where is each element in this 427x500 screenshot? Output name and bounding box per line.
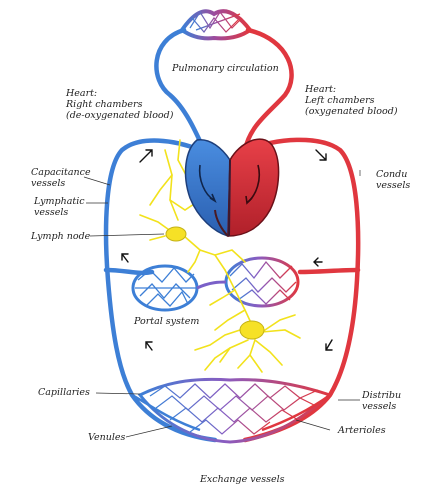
label-lymph-node: Lymph node	[31, 231, 91, 242]
pulmonary-vessels	[154, 27, 294, 155]
systemic-capillary-bed	[131, 377, 334, 444]
label-arterioles: Arterioles	[338, 425, 386, 436]
label-conducting-vessels: Condu vessels	[376, 169, 411, 191]
heart-right-chambers	[184, 139, 231, 237]
label-heart-right-chambers: Heart: Right chambers (de-oxygenated blo…	[66, 88, 174, 121]
lymph-node-upper	[165, 226, 187, 242]
lymph-nodes	[165, 226, 265, 340]
pulmonary-capillary-bed	[179, 9, 253, 41]
arrow-venous-mid	[121, 253, 129, 263]
label-distributing-vessels: Distribu vessels	[362, 390, 402, 412]
arrow-arterial-low	[325, 339, 333, 351]
arterial-circuit	[242, 137, 361, 443]
lymphatic-vessels	[139, 139, 301, 373]
heart-left-chambers	[227, 138, 280, 237]
label-lymphatic-vessels: Lymphatic vessels	[34, 196, 85, 218]
arrow-arterial-mid	[313, 257, 323, 267]
label-portal-system: Portal system	[134, 316, 200, 327]
arrow-arterial-top	[315, 149, 327, 161]
label-venules: Venules	[88, 432, 126, 443]
label-capacitance-vessels: Capacitance vessels	[31, 167, 91, 189]
lymph-node-lower	[239, 320, 265, 340]
arrow-venous-top	[139, 149, 153, 163]
leader-lines	[83, 170, 361, 438]
label-heart-left-chambers: Heart: Left chambers (oxygenated blood)	[305, 84, 398, 117]
venous-circuit	[103, 138, 218, 443]
portal-capillary-bed	[131, 256, 300, 312]
heart	[184, 138, 280, 237]
arrow-venous-low	[145, 341, 153, 351]
label-exchange-vessels: Exchange vessels	[200, 474, 285, 485]
label-pulmonary-circulation: Pulmonary circulation	[172, 63, 279, 74]
label-capillaries: Capillaries	[38, 387, 90, 398]
flow-arrows	[121, 149, 333, 351]
